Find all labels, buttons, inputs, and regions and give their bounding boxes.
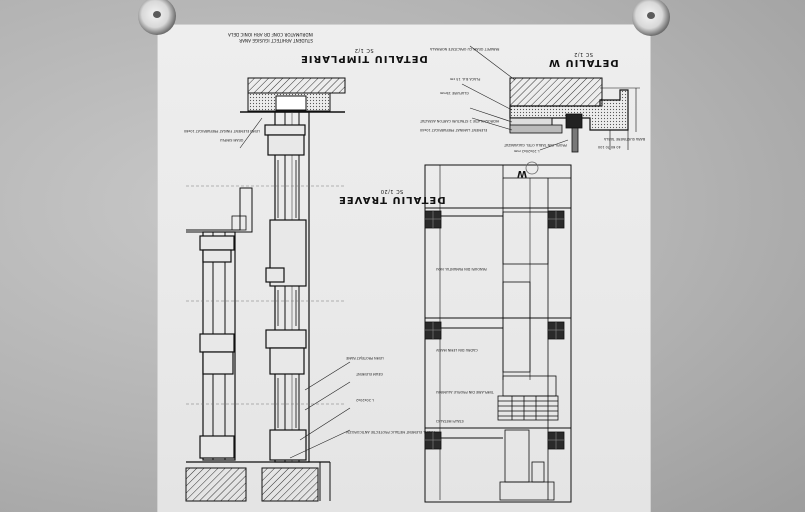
push-pin-right: [632, 0, 670, 36]
push-pin-left: [138, 0, 176, 35]
timplarie-detail: [185, 77, 351, 502]
w-detail: [461, 45, 640, 153]
travee-detail: [424, 161, 572, 503]
